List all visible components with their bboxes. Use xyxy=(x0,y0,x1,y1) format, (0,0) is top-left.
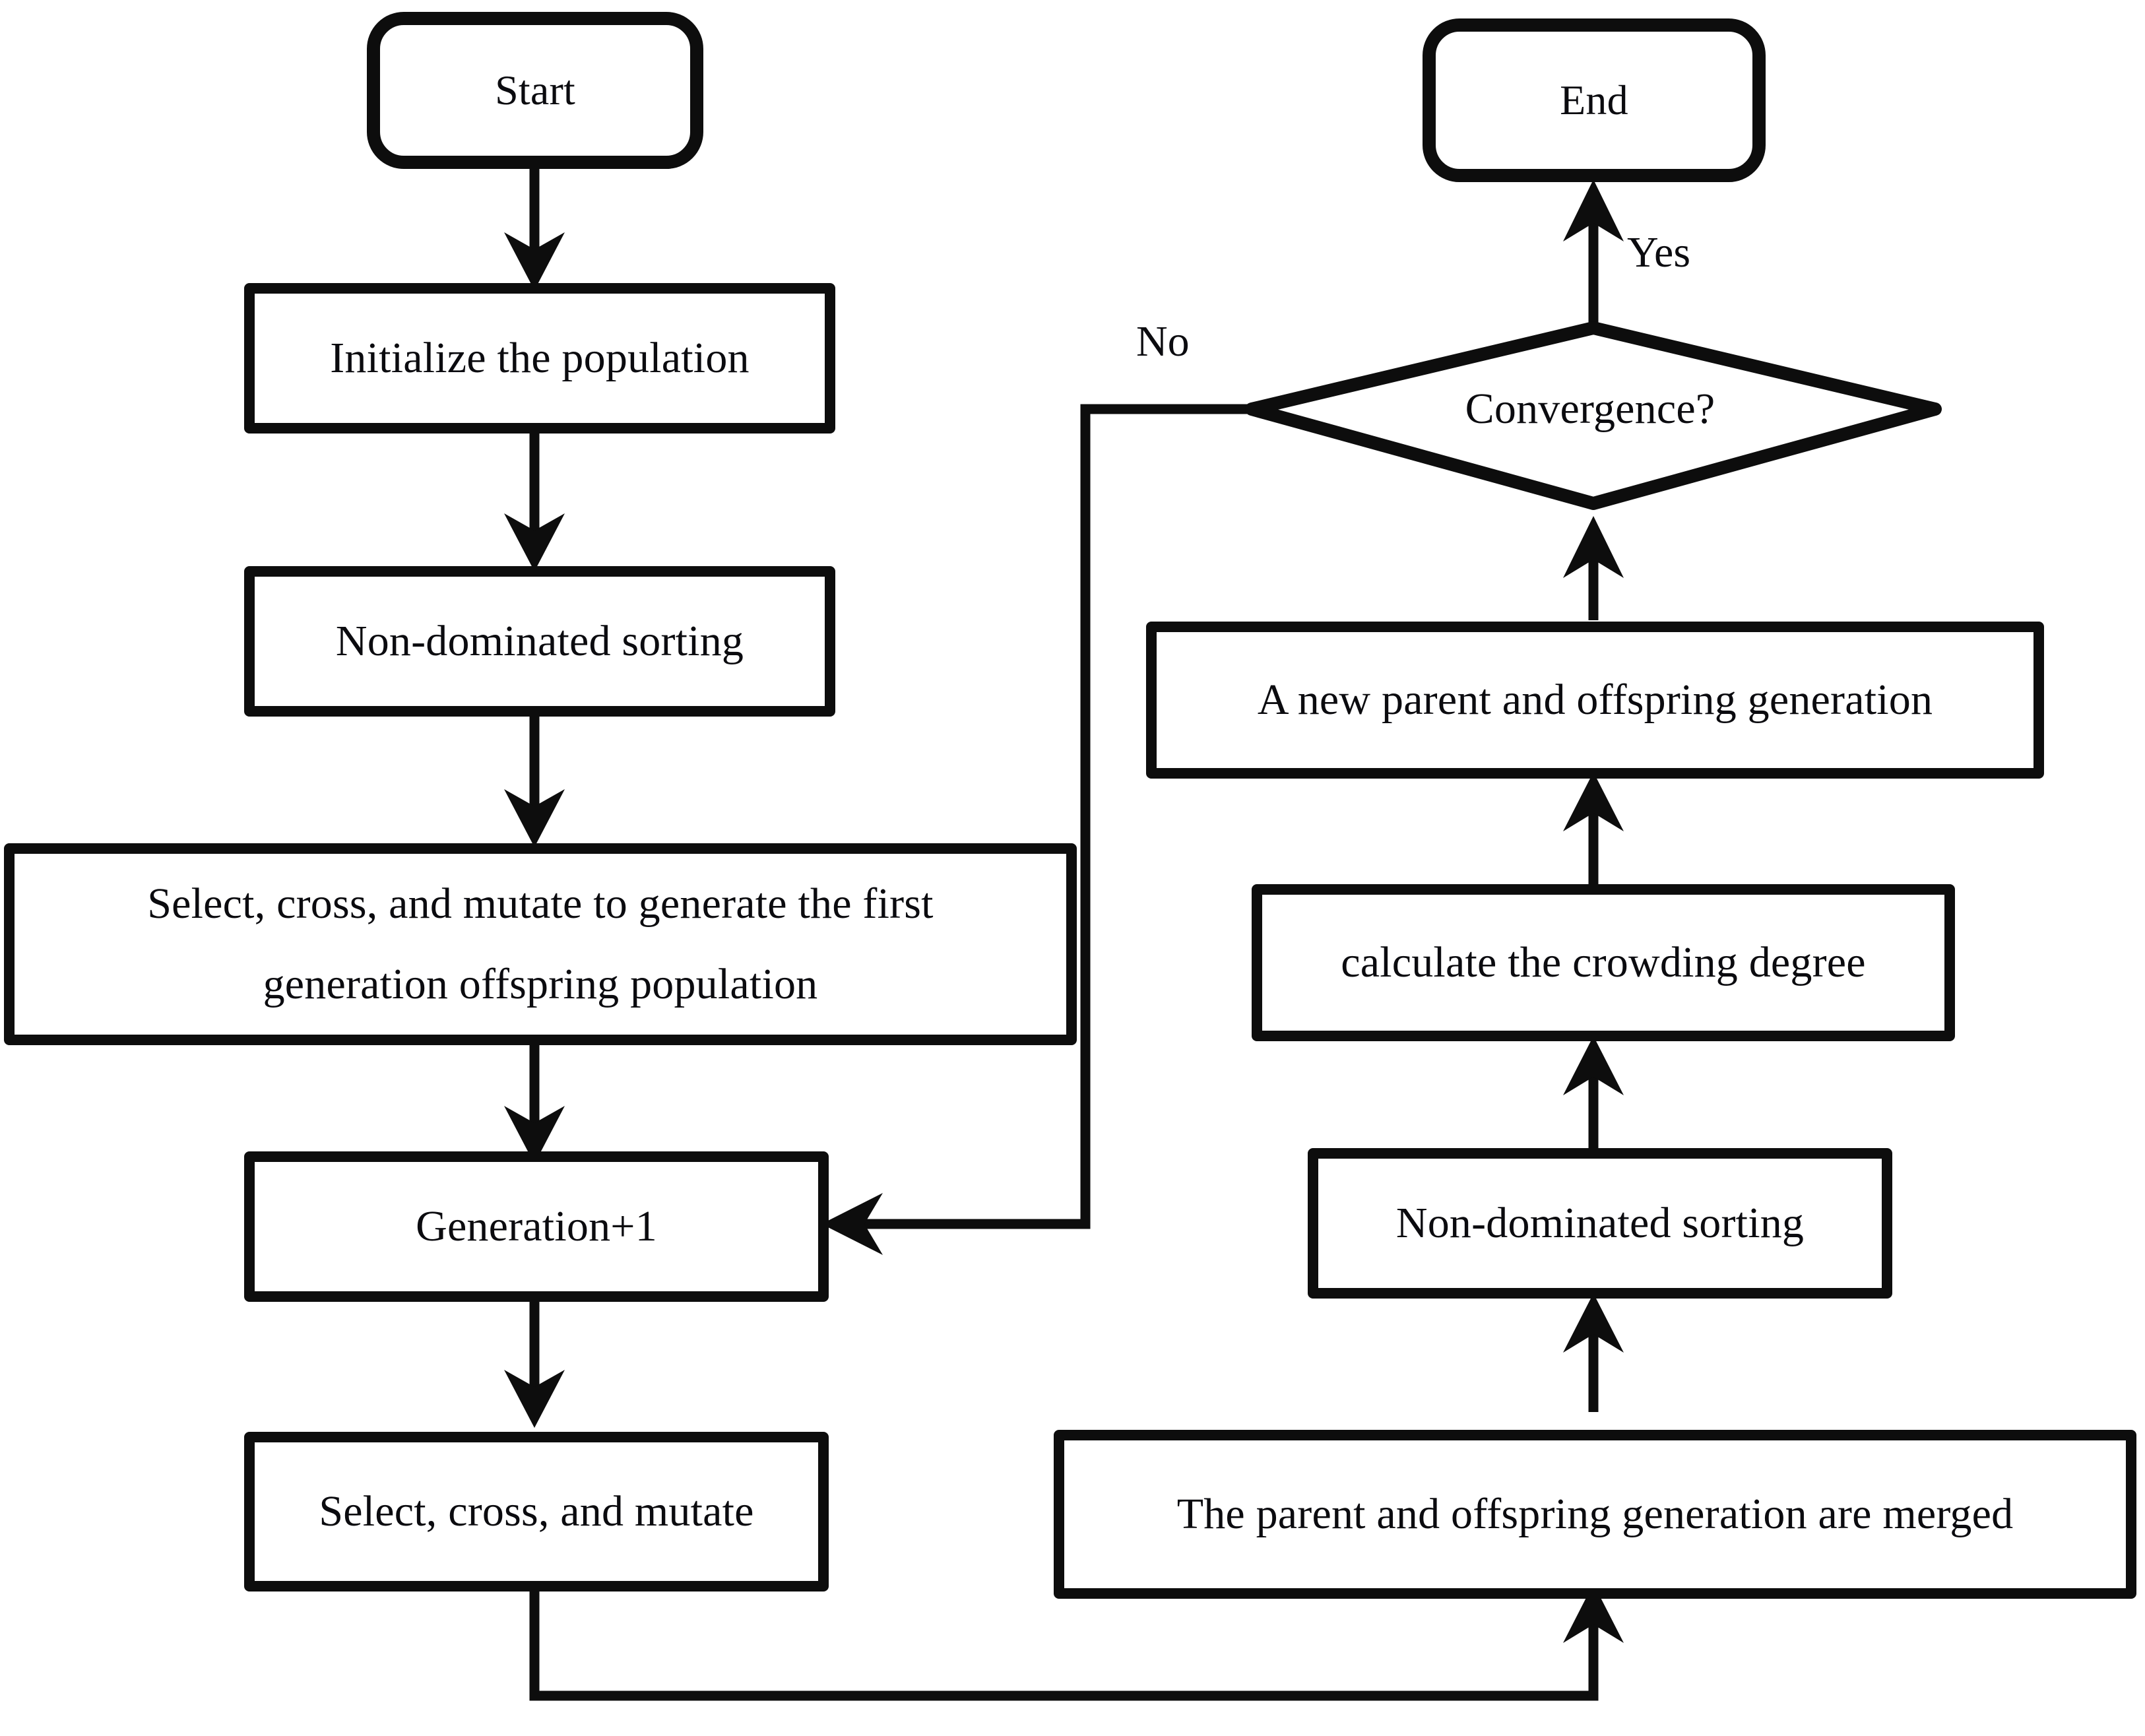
node-nds2-shape[interactable] xyxy=(1308,1148,1892,1299)
edge-newparent-to-convergence xyxy=(1563,516,1624,620)
edge-convergence-no-to-genplus xyxy=(821,404,1254,1255)
node-merged-shape[interactable] xyxy=(1054,1430,2136,1599)
edge-label-no: No xyxy=(1136,317,1190,366)
edge-firstgen-to-genplus xyxy=(504,1036,565,1164)
node-convergence-shape[interactable] xyxy=(1245,321,1942,510)
node-start-shape[interactable] xyxy=(367,12,703,169)
node-init-shape[interactable] xyxy=(244,283,835,434)
edge-selectcross-to-merged xyxy=(529,1584,1624,1701)
edge-crowding-to-newparent xyxy=(1563,772,1624,885)
node-crowding-shape[interactable] xyxy=(1252,884,1955,1041)
node-newparent-shape[interactable] xyxy=(1146,622,2044,779)
edge-label-yes: Yes xyxy=(1627,228,1691,276)
edge-convergence-yes-to-end xyxy=(1563,179,1624,330)
edge-init-to-nds1 xyxy=(504,426,565,571)
edge-genplus-to-selectcross xyxy=(504,1293,565,1428)
edge-nds1-to-firstgen xyxy=(504,709,565,847)
edge-merged-to-nds2 xyxy=(1563,1293,1624,1412)
node-firstgen-shape[interactable] xyxy=(4,843,1077,1045)
node-nds1-shape[interactable] xyxy=(244,566,835,717)
node-selectcross-shape[interactable] xyxy=(244,1432,829,1591)
edge-nds2-to-crowding xyxy=(1563,1036,1624,1149)
node-end-shape[interactable] xyxy=(1423,18,1766,182)
node-genplus-shape[interactable] xyxy=(244,1151,829,1302)
